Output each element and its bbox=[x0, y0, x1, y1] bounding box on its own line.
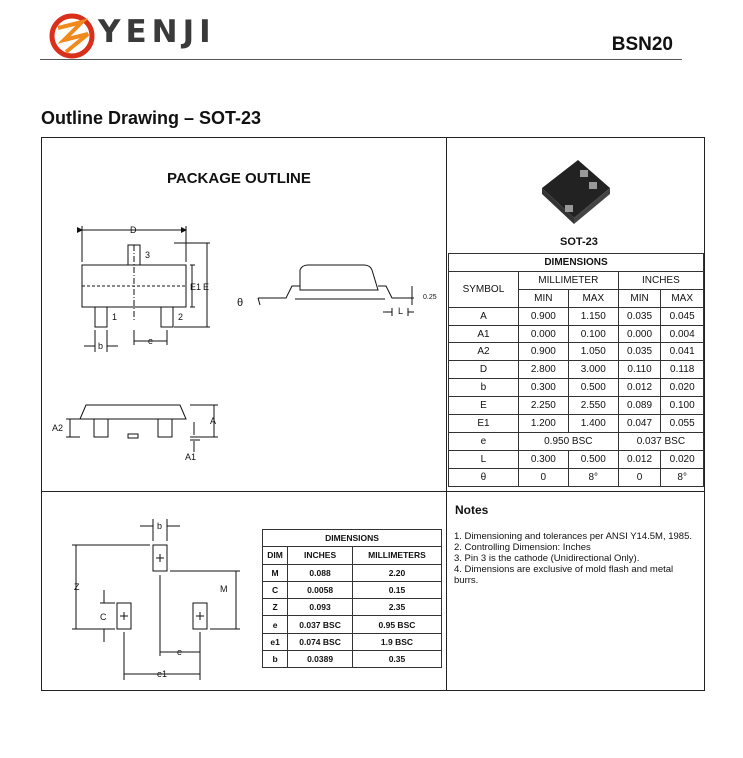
note-item: 1. Dimensioning and tolerances per ANSI … bbox=[454, 531, 692, 542]
svg-text:1: 1 bbox=[112, 312, 117, 322]
svg-text:3: 3 bbox=[145, 250, 150, 260]
frame-horizontal-divider bbox=[41, 491, 705, 492]
svg-text:e1: e1 bbox=[157, 669, 167, 679]
notes-title: Notes bbox=[455, 503, 489, 517]
note-item: 4. Dimensions are exclusive of mold flas… bbox=[454, 564, 674, 586]
svg-text:b: b bbox=[157, 521, 162, 531]
svg-text:E: E bbox=[203, 282, 209, 292]
svg-text:C: C bbox=[100, 612, 107, 622]
note-item: 2. Controlling Dimension: Inches bbox=[454, 542, 591, 553]
drawing-frame bbox=[41, 137, 705, 691]
logo-text: YENJI bbox=[98, 14, 216, 50]
svg-text:E1: E1 bbox=[190, 282, 201, 292]
yenji-logo-icon bbox=[49, 13, 95, 59]
svg-text:L: L bbox=[398, 306, 403, 316]
section-title: Outline Drawing – SOT-23 bbox=[41, 108, 262, 128]
svg-text:b: b bbox=[98, 341, 103, 351]
svg-text:0.25: 0.25 bbox=[423, 294, 437, 301]
package-name-label: SOT-23 bbox=[560, 236, 598, 248]
svg-text:e: e bbox=[177, 647, 182, 657]
package-outline-title: PACKAGE OUTLINE bbox=[167, 170, 311, 187]
svg-text:θ: θ bbox=[237, 297, 243, 309]
note-item: 3. Pin 3 is the cathode (Unidirectional … bbox=[454, 553, 640, 564]
pad-pin3 bbox=[152, 544, 168, 572]
svg-text:Z: Z bbox=[74, 582, 80, 592]
svg-text:M: M bbox=[220, 584, 228, 594]
svg-text:A1: A1 bbox=[185, 452, 196, 462]
header-divider bbox=[40, 59, 682, 60]
svg-text:A2: A2 bbox=[52, 423, 63, 433]
dim-D-label: D bbox=[130, 225, 137, 235]
part-number: BSN20 bbox=[611, 34, 673, 55]
svg-text:e: e bbox=[148, 336, 153, 346]
notes-list: 1. Dimensioning and tolerances per ANSI … bbox=[454, 531, 699, 586]
svg-text:2: 2 bbox=[178, 312, 183, 322]
svg-text:A: A bbox=[210, 416, 216, 426]
frame-vertical-divider bbox=[446, 137, 447, 691]
